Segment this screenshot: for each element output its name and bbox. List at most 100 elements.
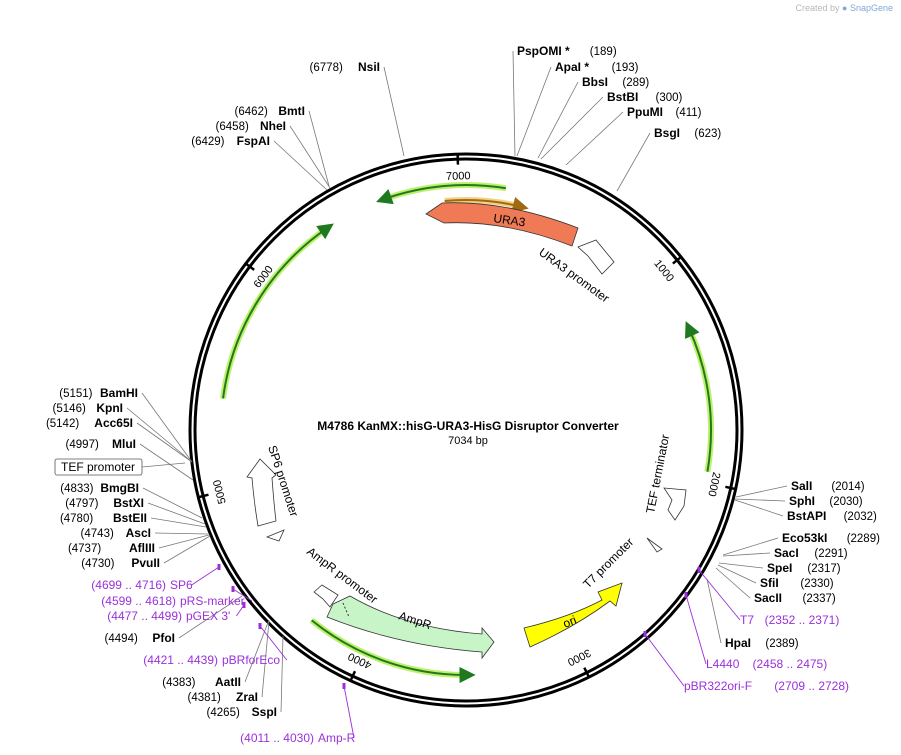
enzyme-site-bstxi[interactable]: (4797)BstXI [65, 496, 144, 510]
enzyme-position: (6458) [216, 121, 249, 133]
enzyme-name: NheI [260, 119, 286, 133]
enzyme-position: (189) [590, 46, 617, 58]
enzyme-site-pvuii[interactable]: (4730) PvuII [81, 556, 160, 570]
enzyme-leader [717, 564, 757, 584]
enzyme-position: (6778) [310, 62, 343, 74]
enzyme-position: (4730) [81, 558, 114, 570]
primer-leader [232, 588, 253, 602]
enzyme-leader [142, 487, 203, 519]
enzyme-name: SfiI [760, 576, 779, 590]
enzyme-site-mlui[interactable]: (4997)MluI [66, 437, 136, 451]
enzyme-leader [616, 132, 651, 192]
enzyme-name: BstAPI [787, 509, 826, 523]
primer-site-mark [684, 592, 688, 598]
enzyme-site-aatii[interactable]: (4383)AatII [162, 675, 241, 689]
enzyme-position: (4797) [65, 498, 98, 510]
plasmid-name: M4786 KanMX::hisG-URA3-HisG Disruptor Co… [317, 419, 619, 433]
primer-ampr[interactable]: (4011 .. 4030)Amp-R [240, 731, 355, 745]
enzyme-name: BstEII [113, 511, 147, 525]
enzyme-name: SphI [789, 494, 815, 508]
feature-tef-terminator[interactable]: TEF terminator [643, 433, 687, 521]
enzyme-leader [734, 499, 784, 517]
enzyme-site-bmti[interactable]: (6462)BmtI [235, 104, 305, 118]
enzyme-site-eco53ki[interactable]: (2289)Eco53kI [782, 531, 880, 545]
enzyme-leader [136, 422, 193, 463]
enzyme-position: (2032) [844, 511, 877, 523]
enzyme-site-saci[interactable]: (2291)SacI [774, 546, 848, 560]
enzyme-site-bsteii[interactable]: (4780)BstEII [60, 511, 147, 525]
enzyme-name: FspAI [237, 134, 270, 148]
primer-site-mark [242, 602, 246, 608]
feature-sp6-promoter[interactable]: SP6 promoter [246, 444, 301, 542]
enzyme-site-pspomi[interactable]: (189)PspOMI * [517, 44, 617, 58]
feature-ori[interactable]: ori [523, 582, 623, 648]
enzyme-position: (4997) [66, 439, 99, 451]
primer-sp6[interactable]: (4699 .. 4716)SP6 [91, 578, 193, 592]
enzyme-position: (5146) [53, 403, 86, 415]
enzyme-name: BsgI [654, 126, 680, 140]
enzyme-site-sspi[interactable]: (4265)SspI [207, 705, 277, 719]
feature-t7-promoter[interactable]: T7 promoter [580, 535, 663, 591]
enzyme-leader [565, 111, 624, 166]
feature-ura3-promoter[interactable]: URA3 promoter [536, 239, 615, 305]
enzyme-site-fspai[interactable]: (6429)FspAI [191, 134, 270, 148]
enzyme-site-apai[interactable]: (193)ApaI * [555, 60, 639, 74]
enzyme-site-hpai[interactable]: (2389)HpaI [725, 636, 799, 650]
enzyme-position: (193) [612, 62, 639, 74]
primer-name: T7 [740, 613, 754, 627]
ori-label: ori [561, 613, 579, 631]
enzyme-site-sfii[interactable]: (2330)SfiI [760, 576, 834, 590]
primer-range: (2352 .. 2371) [765, 613, 840, 627]
enzyme-site-acc65i[interactable]: (5142)Acc65I [46, 416, 133, 430]
primer-pbr322orif[interactable]: (2709 .. 2728) pBR322ori-F [684, 679, 849, 693]
ampr-dashed-divider [342, 602, 350, 618]
enzyme-name: NsiI [358, 60, 380, 74]
enzyme-position: (5151) [59, 388, 92, 400]
enzyme-site-bmgbi[interactable]: (4833)BmgBI [60, 481, 139, 495]
sp6-small-arrow [265, 529, 285, 542]
enzyme-site-bsgi[interactable]: (623) BsgI [654, 126, 721, 140]
ura3-arrow [425, 202, 579, 247]
enzyme-name: BstBI [607, 90, 638, 104]
feature-ampr-promoter[interactable]: AmpR promoter [304, 544, 380, 608]
enzyme-site-zrai[interactable]: (4381)ZraI [188, 690, 258, 704]
enzyme-site-sphi[interactable]: (2030)SphI [789, 494, 863, 508]
primer-pbrforeco[interactable]: (4421 .. 4439)pBRforEco [143, 653, 280, 667]
enzyme-site-bstbi[interactable]: (300)BstBI [607, 90, 683, 104]
enzyme-position: (4737) [68, 543, 101, 555]
enzyme-site-kpni[interactable]: (5146)KpnI [53, 401, 123, 415]
enzyme-leader [308, 110, 330, 187]
enzyme-site-nsii[interactable]: (6778) NsiI [310, 60, 380, 74]
enzyme-site-pfoi[interactable]: (4494)PfoI [105, 631, 175, 645]
enzyme-site-bbsi[interactable]: (289)BbsI [582, 75, 649, 89]
enzyme-site-afliii[interactable]: (4737)AflIII [68, 541, 155, 555]
primer-name: pBR322ori-F [684, 679, 752, 693]
tef-promoter-boxed-label[interactable]: TEF promoter [54, 458, 186, 476]
feature-ura3[interactable]: URA3 [425, 202, 579, 247]
enzyme-leader [722, 537, 779, 556]
tick-mark [349, 670, 357, 681]
enzyme-position: (623) [694, 128, 721, 140]
primer-pgex3[interactable]: (4477 .. 4499)pGEX 3' [107, 609, 230, 623]
enzyme-site-spei[interactable]: (2317)SpeI [767, 561, 841, 575]
enzyme-site-bamhi[interactable]: (5151)BamHI [59, 386, 138, 400]
enzyme-site-sacii[interactable]: (2337)SacII [754, 591, 836, 605]
tick-label: 7000 [446, 170, 471, 183]
primer-t7[interactable]: (2352 .. 2371) T7 [740, 613, 839, 627]
backbone-inner-ring [193, 157, 739, 703]
primer-prsmarker[interactable]: (4599 .. 4618)pRS-marker [101, 594, 244, 608]
orf-arcs [220, 182, 714, 684]
enzyme-site-asci[interactable]: (4743)AscI [81, 526, 151, 540]
enzyme-name: PvuII [131, 556, 160, 570]
ura3-label: URA3 [493, 211, 527, 229]
snapgene-logo-icon: ● [842, 3, 848, 13]
enzyme-site-ppumi[interactable]: (411)PpuMI [627, 105, 702, 119]
enzyme-site-sali[interactable]: (2014)SalI [791, 479, 865, 493]
primer-l4440[interactable]: (2458 .. 2475)L4440 [706, 657, 827, 671]
enzyme-leader [154, 532, 209, 535]
enzyme-site-nhei[interactable]: (6458) NheI [216, 119, 286, 133]
enzyme-position: (2291) [814, 548, 847, 560]
ampr-promoter-label: AmpR promoter [304, 544, 380, 606]
primer-range: (2709 .. 2728) [774, 679, 849, 693]
enzyme-site-bstapi[interactable]: (2032) BstAPI [787, 509, 877, 523]
